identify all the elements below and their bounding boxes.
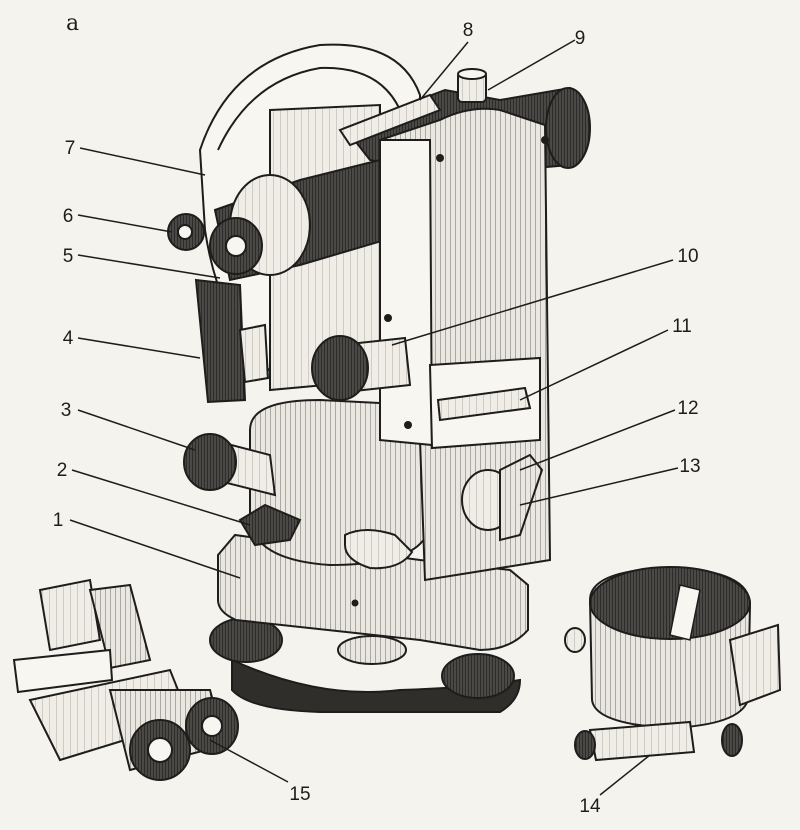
label-2: 2 bbox=[57, 460, 68, 481]
leader-4 bbox=[77, 337, 201, 359]
focusing-knob-top bbox=[457, 68, 487, 80]
centering-bracket bbox=[728, 623, 782, 707]
centering-shaft bbox=[588, 720, 696, 762]
screw-b bbox=[384, 314, 392, 322]
base-plate bbox=[231, 658, 522, 714]
tangent-screw-knob bbox=[183, 433, 237, 491]
leader-11 bbox=[519, 329, 669, 401]
centering-knob-right bbox=[721, 723, 743, 757]
eyepiece-lens bbox=[225, 235, 247, 257]
leader-13 bbox=[519, 467, 679, 506]
leader-15 bbox=[209, 739, 289, 783]
collimator-sight bbox=[338, 93, 442, 147]
attachment-lens-a bbox=[147, 737, 173, 763]
mirror-hinge bbox=[238, 323, 270, 384]
label-12: 12 bbox=[677, 398, 698, 419]
theodolite bbox=[167, 43, 591, 714]
attachment-bracket-right bbox=[88, 583, 152, 670]
screw-d bbox=[541, 136, 549, 144]
attachment-lens-b bbox=[201, 715, 223, 737]
leader-6 bbox=[77, 214, 173, 233]
attachment-bracket-left bbox=[38, 578, 102, 652]
label-1: 1 bbox=[53, 510, 64, 531]
circle-housing-rim bbox=[217, 66, 401, 151]
part-labels: 1 2 3 4 5 6 7 8 9 10 11 12 13 14 15 bbox=[53, 20, 701, 817]
label-8: 8 bbox=[463, 20, 474, 41]
centering-knob-left bbox=[574, 730, 596, 760]
leader-lines bbox=[69, 39, 679, 796]
clamp-lever bbox=[344, 529, 414, 570]
leader-9 bbox=[487, 39, 576, 91]
label-9: 9 bbox=[575, 28, 586, 49]
leader-10 bbox=[391, 259, 674, 346]
screw-a bbox=[436, 154, 444, 162]
leader-12 bbox=[519, 409, 676, 471]
objective-lens bbox=[545, 87, 591, 169]
standard-face-plate bbox=[379, 139, 434, 447]
tribrach-dot bbox=[351, 599, 359, 607]
microscope-lens bbox=[177, 224, 193, 240]
leader-8 bbox=[419, 41, 469, 101]
eyepiece-attachment bbox=[12, 578, 239, 781]
footscrew-right bbox=[441, 653, 515, 699]
centering-screw-left bbox=[564, 627, 586, 653]
leader-5 bbox=[77, 254, 221, 279]
leader-7 bbox=[79, 147, 206, 176]
level-vial bbox=[436, 386, 532, 422]
footscrew-back bbox=[337, 635, 407, 665]
label-3: 3 bbox=[61, 400, 72, 421]
screw-c bbox=[404, 421, 412, 429]
centering-opening bbox=[589, 566, 751, 640]
label-5: 5 bbox=[63, 246, 74, 267]
figure-letter: а bbox=[66, 11, 79, 36]
label-6: 6 bbox=[63, 206, 74, 227]
attachment-plate bbox=[12, 648, 114, 694]
centering-unit bbox=[564, 566, 782, 762]
leader-14 bbox=[599, 754, 651, 796]
leader-2 bbox=[71, 469, 251, 526]
centering-pin bbox=[669, 584, 701, 641]
label-13: 13 bbox=[679, 456, 700, 477]
label-14: 14 bbox=[579, 796, 601, 817]
leader-3 bbox=[77, 409, 196, 451]
label-4: 4 bbox=[63, 328, 74, 349]
vertical-tangent-knob bbox=[311, 335, 369, 401]
label-15: 15 bbox=[289, 784, 310, 805]
label-10: 10 bbox=[677, 246, 698, 267]
clamp-screw bbox=[238, 503, 302, 547]
illumination-mirror bbox=[194, 278, 247, 404]
leader-1 bbox=[69, 519, 241, 579]
label-11: 11 bbox=[672, 316, 692, 337]
label-7: 7 bbox=[65, 138, 76, 159]
